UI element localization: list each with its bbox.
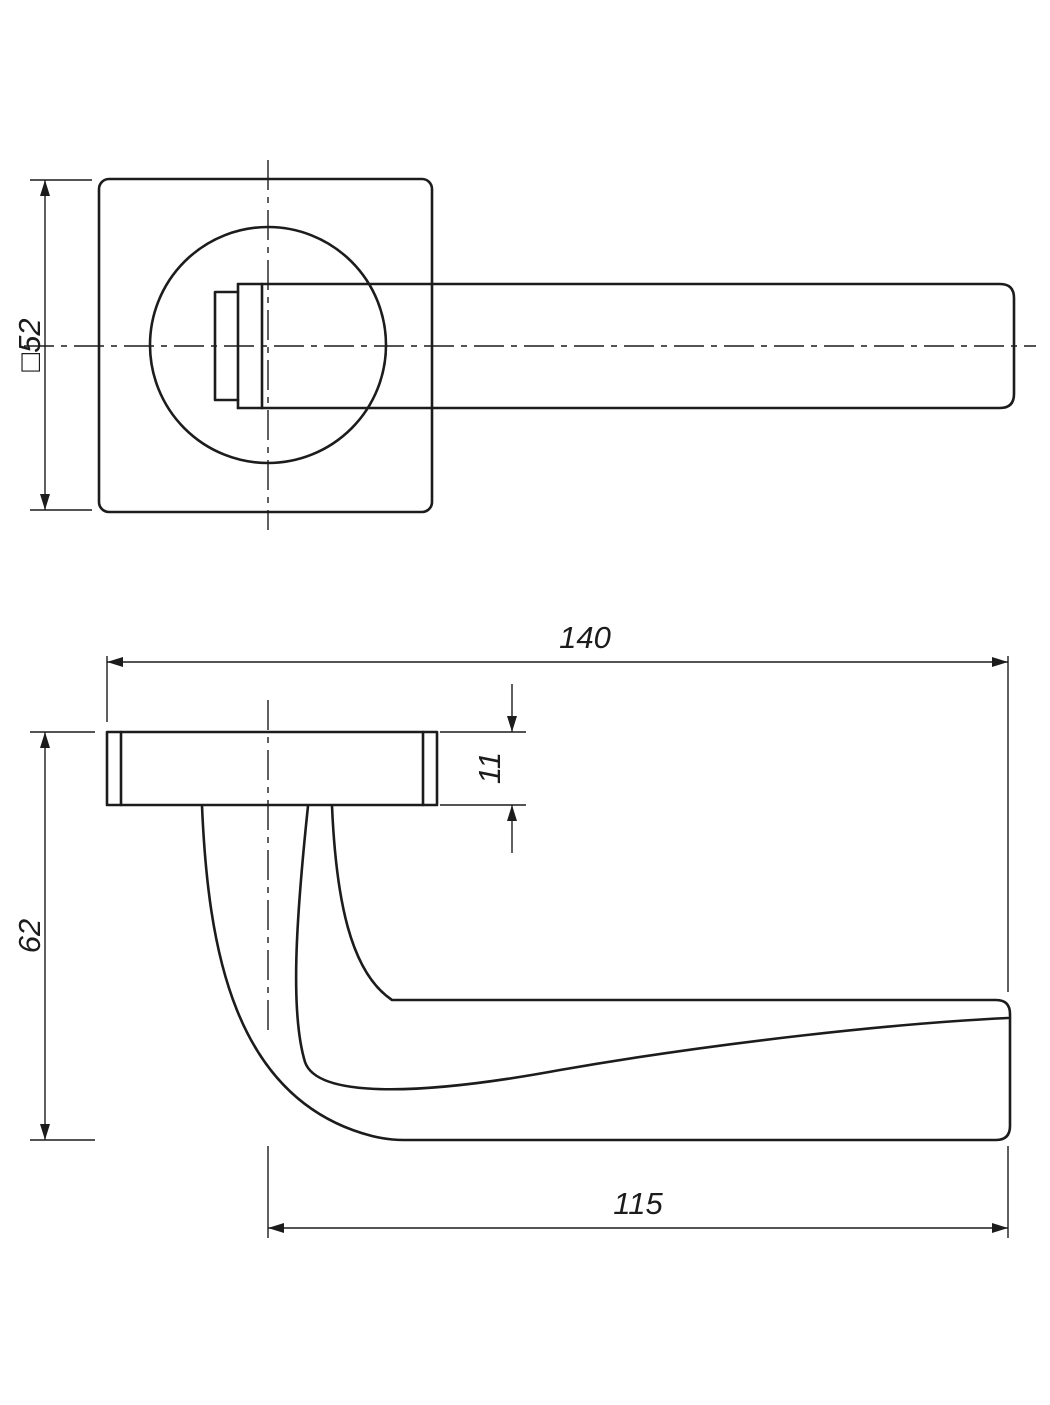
arrow-up-icon	[507, 805, 517, 821]
dimension-grip-length: 115	[267, 1146, 1009, 1238]
arrow-down-icon	[507, 716, 517, 732]
arrow-left-icon	[107, 657, 123, 667]
arrow-down-icon	[40, 494, 50, 510]
neck-cap-lines	[236, 282, 264, 410]
rose-profile-edge-lines	[119, 730, 425, 807]
dim-label-rose-square: □52	[12, 318, 47, 371]
dim-11-lines	[440, 684, 526, 853]
dimension-rose-square: □52	[12, 179, 92, 511]
arrow-left-icon	[268, 1223, 284, 1233]
dim-label-rose-thickness: 11	[472, 752, 507, 784]
neck-line-outer	[213, 290, 240, 402]
front-view: □52	[12, 160, 1036, 530]
dim-label-overall-height: 62	[12, 919, 47, 953]
arrow-up-icon	[40, 180, 50, 196]
arrow-up-icon	[40, 732, 50, 748]
dimension-overall-length: 140	[106, 620, 1009, 992]
rose-circle	[148, 225, 388, 465]
rose-profile-outline	[105, 730, 439, 807]
handle-profile-outline	[200, 804, 1012, 1142]
dim-label-grip-length: 115	[613, 1186, 663, 1221]
dim-62-lines	[30, 731, 95, 1141]
dimension-rose-thickness: 11	[440, 684, 526, 853]
dim-52-lines	[30, 179, 92, 511]
dim-label-overall-length: 140	[559, 620, 611, 655]
arrow-right-icon	[992, 657, 1008, 667]
dim-115-lines	[267, 1146, 1009, 1238]
grip-sweep-edge	[294, 804, 1010, 1091]
lever-outline	[260, 282, 1016, 410]
rose-square-outline	[97, 177, 434, 514]
side-view: 140 11 62 115	[12, 620, 1012, 1238]
dim-140-lines	[106, 656, 1009, 992]
dimension-overall-height: 62	[12, 731, 95, 1141]
arrow-right-icon	[992, 1223, 1008, 1233]
arrow-down-icon	[40, 1124, 50, 1140]
